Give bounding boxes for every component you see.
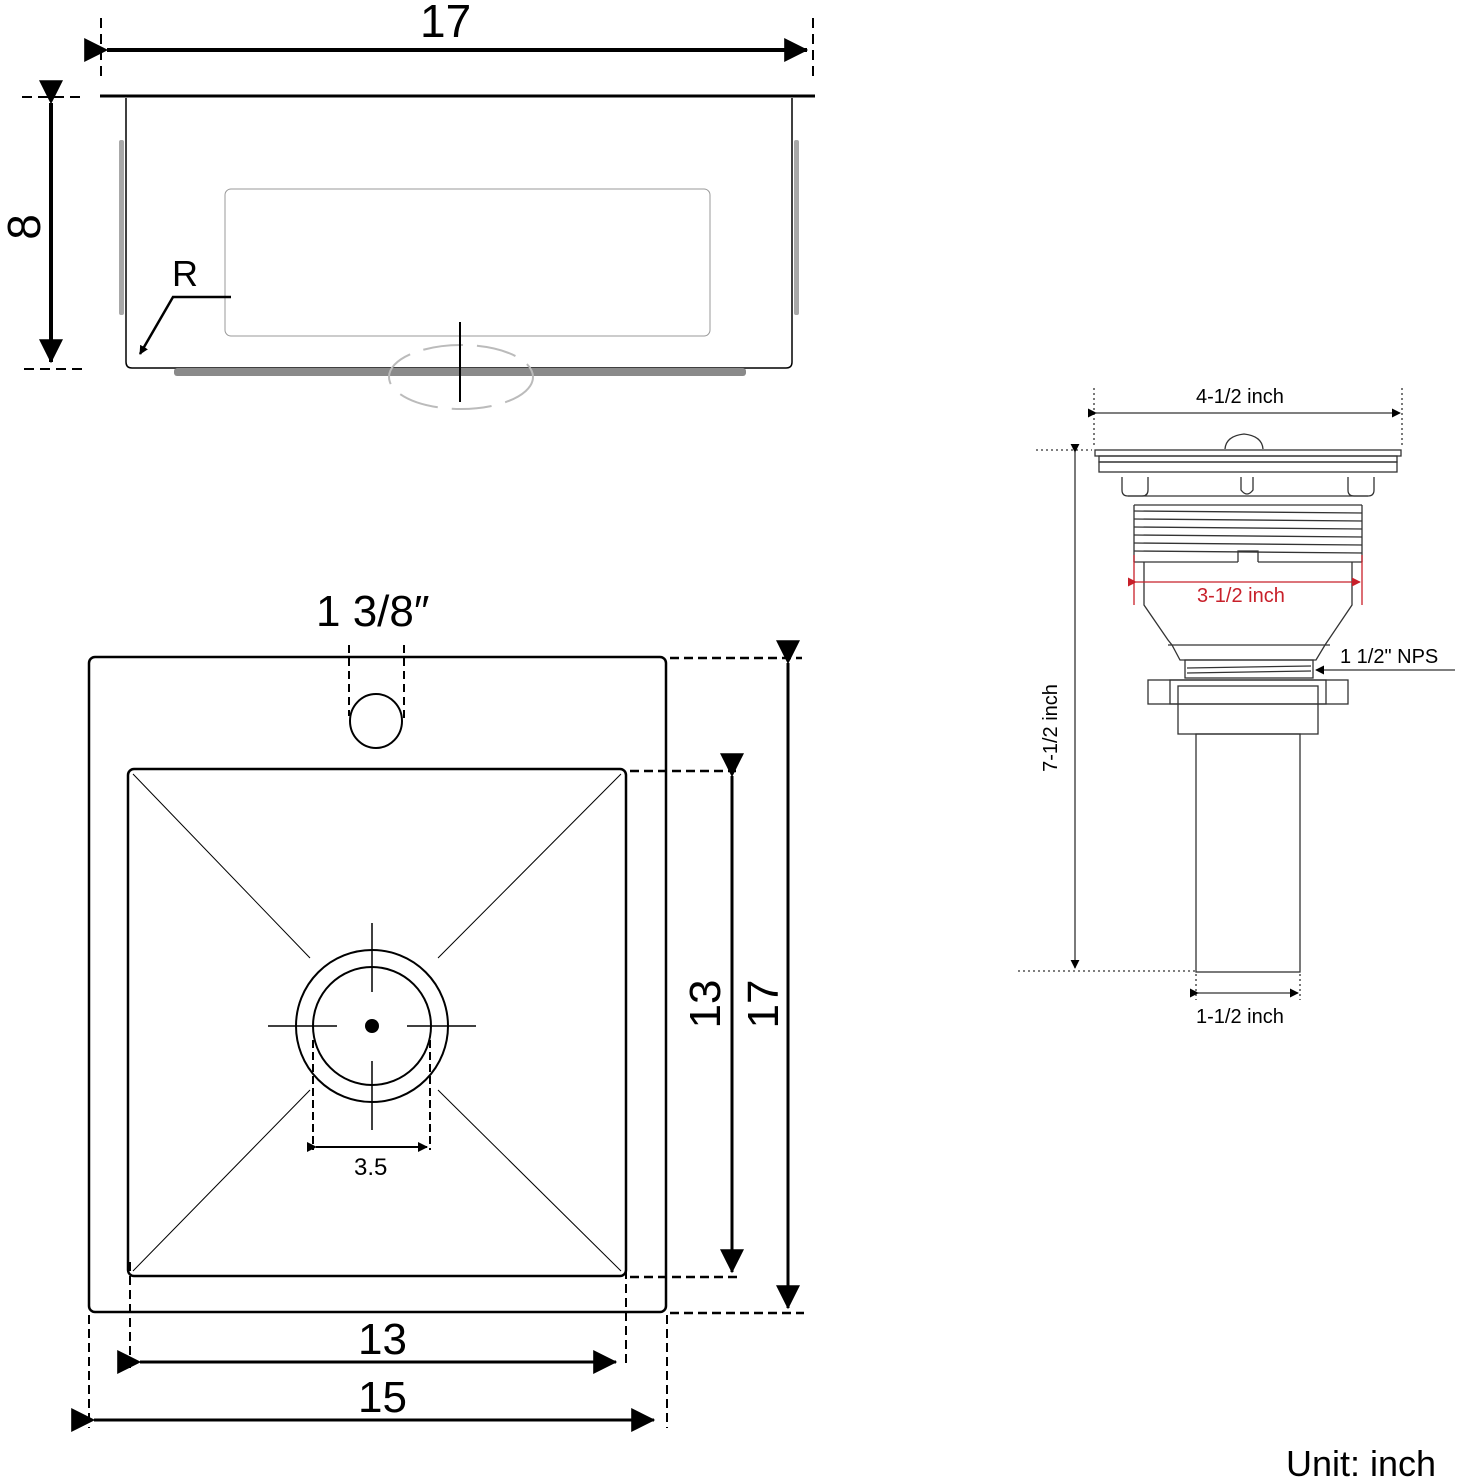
side-height-label: 8 <box>0 214 50 240</box>
unit-label: Unit: inch <box>1286 1443 1437 1484</box>
inner-width-label: 13 <box>358 1315 407 1364</box>
thread-size-label: 1 1/2" NPS <box>1340 646 1439 668</box>
thread-lines <box>1133 504 1363 563</box>
body-width-label: 3-1/2 inch <box>1197 585 1285 607</box>
top-view <box>71 640 804 1432</box>
side-view <box>22 18 815 410</box>
outer-width-label: 15 <box>358 1373 407 1422</box>
radius-label: R <box>172 253 198 294</box>
tail-width-label: 1-1/2 inch <box>1196 1006 1284 1028</box>
inner-height-label: 13 <box>681 979 730 1029</box>
drain-diameter-label: 3.5 <box>354 1154 388 1181</box>
side-width-label: 17 <box>420 0 472 47</box>
total-height-label: 7-1/2 inch <box>1040 684 1062 772</box>
flange-width-label: 4-1/2 inch <box>1196 386 1284 408</box>
faucet-hole-label: 1 3/8″ <box>316 587 430 636</box>
strainer-drawing <box>1018 388 1455 1000</box>
outer-height-label: 17 <box>739 979 788 1029</box>
